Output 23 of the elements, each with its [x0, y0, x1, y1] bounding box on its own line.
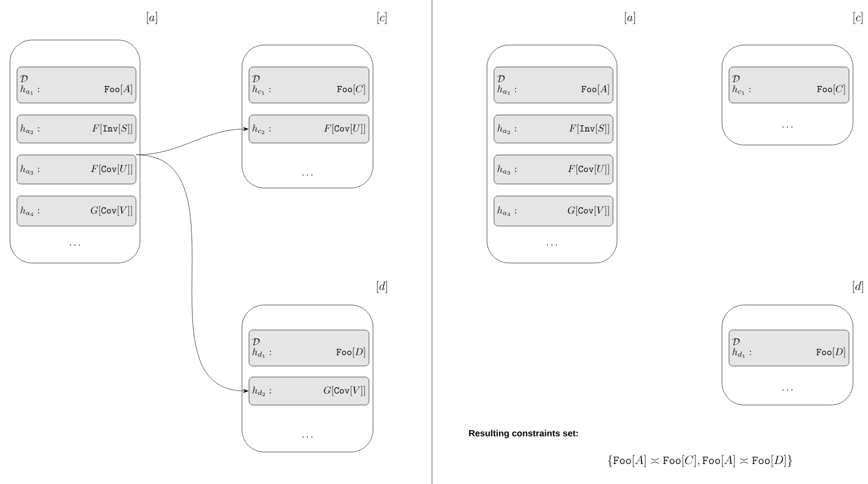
node-label: $[d]$	[853, 281, 863, 293]
binding-box: $\mathcal{D}$ $h_{d_1} :$ $\mathtt{Foo}[D]$	[728, 330, 850, 366]
node-label: $[a]$	[625, 12, 635, 24]
heading: Resulting constraints set:	[469, 430, 578, 438]
binding-box: $\mathcal{D}$ $h_{a_1} :$ $\mathtt{Foo}[A]$	[494, 66, 614, 104]
binding-box: $h_{a_2} :$ $F[\mathtt{Inv}[S]]$	[16, 114, 136, 144]
binding-box: $h_{a_2} :$ $F[\mathtt{Inv}[S]]$	[494, 114, 614, 144]
binding-box: $h_{d_2} :$ $G[\mathtt{Cov}[V]]$	[248, 376, 370, 406]
binding-box: $\mathcal{D}$ $h_{a_1} :$ $\mathtt{Foo}[A]$	[16, 66, 136, 104]
arrow	[136, 154, 248, 393]
binding-box: $h_{a_4} :$ $G[\mathtt{Cov}[V]]$	[16, 196, 136, 226]
binding-box: $h_{a_3} :$ $F[\mathtt{Cov}[U]]$	[16, 154, 136, 184]
node-label: $[c]$	[854, 12, 862, 24]
binding-box: $\mathcal{D}$ $h_{d_1} :$ $\mathtt{Foo}[D]$	[248, 330, 370, 366]
node-label: $[c]$	[378, 12, 386, 24]
node-label: $[d]$	[377, 281, 387, 293]
binding-box: $\mathcal{D}$ $h_{c_1} :$ $\mathtt{Foo}[C]$	[728, 66, 850, 104]
binding-box: $h_{a_4} :$ $G[\mathtt{Cov}[V]]$	[494, 196, 614, 226]
binding-box: $h_{a_3} :$ $F[\mathtt{Cov}[U]]$	[494, 154, 614, 184]
binding-box: $\mathcal{D}$ $h_{c_1} :$ $\mathtt{Foo}[C]$	[248, 66, 370, 104]
node-label: $[a]$	[147, 12, 157, 24]
binding-box: $h_{c_2} :$ $F[\mathtt{Cov}[U]]$	[248, 114, 370, 144]
constraint-set: $\{\mathtt{Foo}[A] \asymp \mathtt{Foo}[C], \mathtt{Foo}[A] \asymp \mathtt{Foo}[D]\}$	[608, 455, 792, 467]
